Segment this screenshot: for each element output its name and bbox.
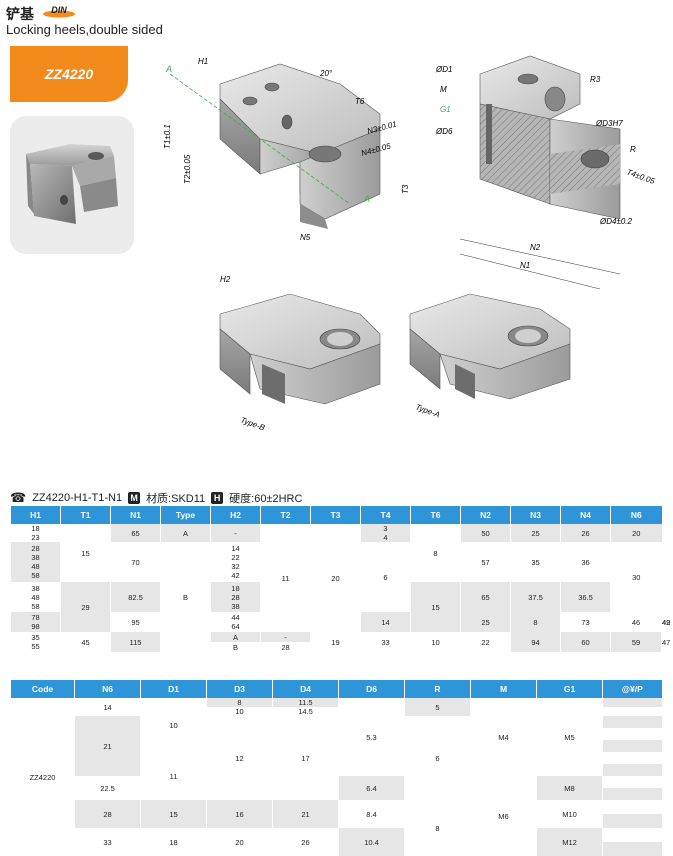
dimension-table-2: Code N6 D1 D3 D4 D6 R M G1 @¥/P ZZ4220 1… bbox=[10, 680, 662, 856]
dimensioned-isometric-view: A A H1 T1±0.1 T2±0.05 20° T6 N3±0.01 N4±… bbox=[163, 57, 410, 242]
label-angle: 20° bbox=[319, 69, 333, 78]
title-en: Locking heels,double sided bbox=[6, 22, 163, 37]
table-header-row: Code N6 D1 D3 D4 D6 R M G1 @¥/P bbox=[10, 680, 662, 698]
label-m: M bbox=[440, 85, 447, 94]
label-d1: ØD1 bbox=[435, 65, 452, 74]
table-row: 11 bbox=[11, 752, 662, 800]
label-n5: N5 bbox=[300, 233, 311, 242]
product-code-tab: ZZ4220 bbox=[10, 46, 128, 102]
table-row: 28 15 16 21 8.4 8 M10 bbox=[11, 800, 662, 856]
dimension-table-1: H1 T1 N1 Type H2 T2 T3 T4 T6 N2 N3 N4 N6… bbox=[10, 506, 670, 652]
label-g1: G1 bbox=[440, 105, 451, 114]
col-m: M bbox=[470, 680, 537, 698]
label-n2: N2 bbox=[530, 243, 541, 252]
table-row: ZZ4220 14 10 8 11.5 5.3 5 M4 M5 bbox=[10, 698, 662, 856]
table-row bbox=[11, 764, 662, 776]
din-badge: DIN bbox=[42, 4, 76, 23]
table-row: 10 14.5 bbox=[11, 707, 662, 716]
col-g1: G1 bbox=[536, 680, 603, 698]
hardness-icon: H bbox=[211, 492, 224, 504]
section-mark-a-end: A bbox=[363, 194, 370, 204]
label-t4: T4±0.05 bbox=[625, 167, 656, 186]
col-price: @¥/P bbox=[602, 680, 662, 698]
col-d1: D1 bbox=[140, 680, 207, 698]
table-row bbox=[11, 814, 662, 828]
col-t3: T3 bbox=[310, 506, 361, 524]
order-code: ZZ4220-H1-T1-N1 bbox=[32, 492, 123, 504]
product-photo bbox=[10, 116, 134, 254]
table-row bbox=[11, 740, 662, 752]
col-n6: N6 bbox=[74, 680, 141, 698]
section-mark-a: A bbox=[165, 64, 172, 74]
col-t6: T6 bbox=[410, 506, 461, 524]
col-t1: T1 bbox=[60, 506, 111, 524]
col-n4: N4 bbox=[560, 506, 611, 524]
section-view: ØD1 M G1 ØD6 R3 ØD3H7 R T4±0.05 ØD4±0.2 … bbox=[435, 55, 656, 290]
col-n3: N3 bbox=[510, 506, 561, 524]
label-t1: T1±0.1 bbox=[163, 124, 172, 149]
label-d4: ØD4±0.2 bbox=[599, 217, 633, 226]
col-n1: N1 bbox=[110, 506, 161, 524]
label-r: R bbox=[630, 145, 636, 154]
hardness: 硬度:60±2HRC bbox=[229, 493, 303, 505]
col-n6: N6 bbox=[610, 506, 662, 524]
label-t3: T3 bbox=[401, 184, 410, 194]
technical-drawings: A A H1 T1±0.1 T2±0.05 20° T6 N3±0.01 N4±… bbox=[163, 55, 656, 433]
col-t4: T4 bbox=[360, 506, 411, 524]
col-n2: N2 bbox=[460, 506, 511, 524]
label-t6: T6 bbox=[355, 97, 365, 106]
table-row bbox=[11, 728, 662, 740]
product-photo-image bbox=[26, 144, 118, 224]
col-code: Code bbox=[10, 680, 75, 698]
type-a-view: Type-A bbox=[409, 293, 571, 419]
table-row: B 28 bbox=[11, 642, 662, 652]
col-d6: D6 bbox=[338, 680, 405, 698]
label-h1: H1 bbox=[198, 57, 208, 66]
label-h2: H2 bbox=[220, 275, 231, 284]
label-d3h7: ØD3H7 bbox=[595, 119, 623, 128]
table-row bbox=[11, 788, 662, 800]
label-type-b: Type-B bbox=[239, 415, 266, 432]
label-d6: ØD6 bbox=[435, 127, 453, 136]
din-badge-text: DIN bbox=[52, 5, 68, 15]
table-row: 21 12 17 6 bbox=[11, 716, 662, 800]
label-t2: T2±0.05 bbox=[183, 154, 192, 184]
label-r3: R3 bbox=[590, 75, 601, 84]
col-h2: H2 bbox=[210, 506, 261, 524]
material-icon: M bbox=[128, 492, 141, 504]
label-n1: N1 bbox=[520, 261, 530, 270]
col-type: Type bbox=[160, 506, 211, 524]
col-t2: T2 bbox=[260, 506, 311, 524]
col-r: R bbox=[404, 680, 471, 698]
phone-icon: ☎ bbox=[10, 490, 27, 505]
label-type-a: Type-A bbox=[414, 402, 441, 419]
title-cn: 铲基 bbox=[6, 6, 34, 22]
col-d3: D3 bbox=[206, 680, 273, 698]
table-header-row: H1 T1 N1 Type H2 T2 T3 T4 T6 N2 N3 N4 N6 bbox=[10, 506, 662, 524]
spec-line: ☎ ZZ4220-H1-T1-N1 M 材质:SKD11 H 硬度:60±2HR… bbox=[10, 490, 302, 506]
material: 材质:SKD11 bbox=[146, 493, 206, 505]
type-b-view: H2 Type-B bbox=[219, 275, 381, 433]
col-d4: D4 bbox=[272, 680, 339, 698]
table-row: 33 18 20 26 10.4 M12 bbox=[11, 828, 662, 856]
page-header: 铲基 DIN bbox=[6, 4, 76, 24]
col-h1: H1 bbox=[10, 506, 61, 524]
